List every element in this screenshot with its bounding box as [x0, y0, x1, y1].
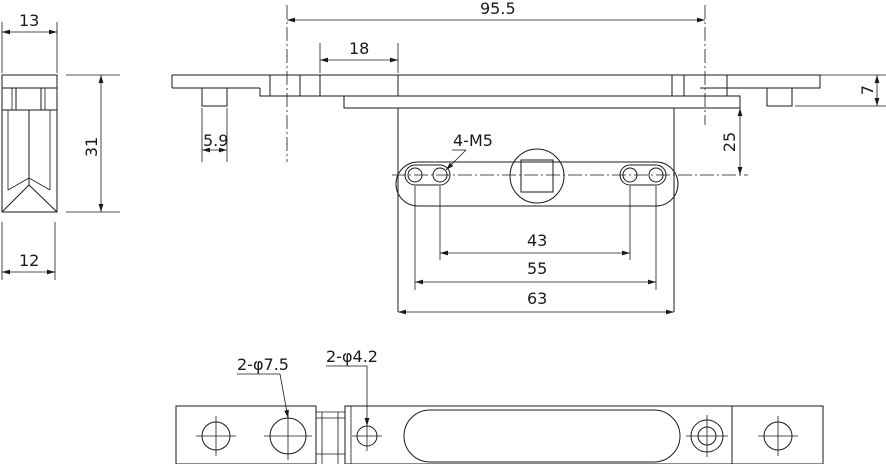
dim-side-bottom-width: 12: [19, 251, 39, 270]
dim-overall-length: 95.5: [480, 0, 516, 18]
dim-side-top-width: 13: [19, 11, 39, 30]
front-view: 95.5 18 5.9 7 25 4-M5 43 55: [171, 0, 886, 315]
dim-offset-18: 18: [349, 39, 369, 58]
dim-side-height: 31: [82, 137, 101, 157]
dim-plate-depth: 25: [720, 132, 739, 152]
dim-leg: 5.9: [203, 131, 228, 150]
dim-hole-spacing: 43: [527, 231, 547, 250]
callout-thread: 4-M5: [453, 131, 493, 150]
dim-plate-thickness: 7: [858, 85, 877, 95]
callout-hole-small: 2-φ4.2: [326, 347, 378, 366]
callout-hole-large: 2-φ7.5: [237, 355, 289, 374]
dim-slot-span: 55: [527, 259, 547, 278]
bottom-view: 2-φ7.5 2-φ4.2: [175, 347, 824, 464]
side-view: 13 12 31: [1, 11, 120, 280]
dim-body-width: 63: [527, 289, 547, 308]
